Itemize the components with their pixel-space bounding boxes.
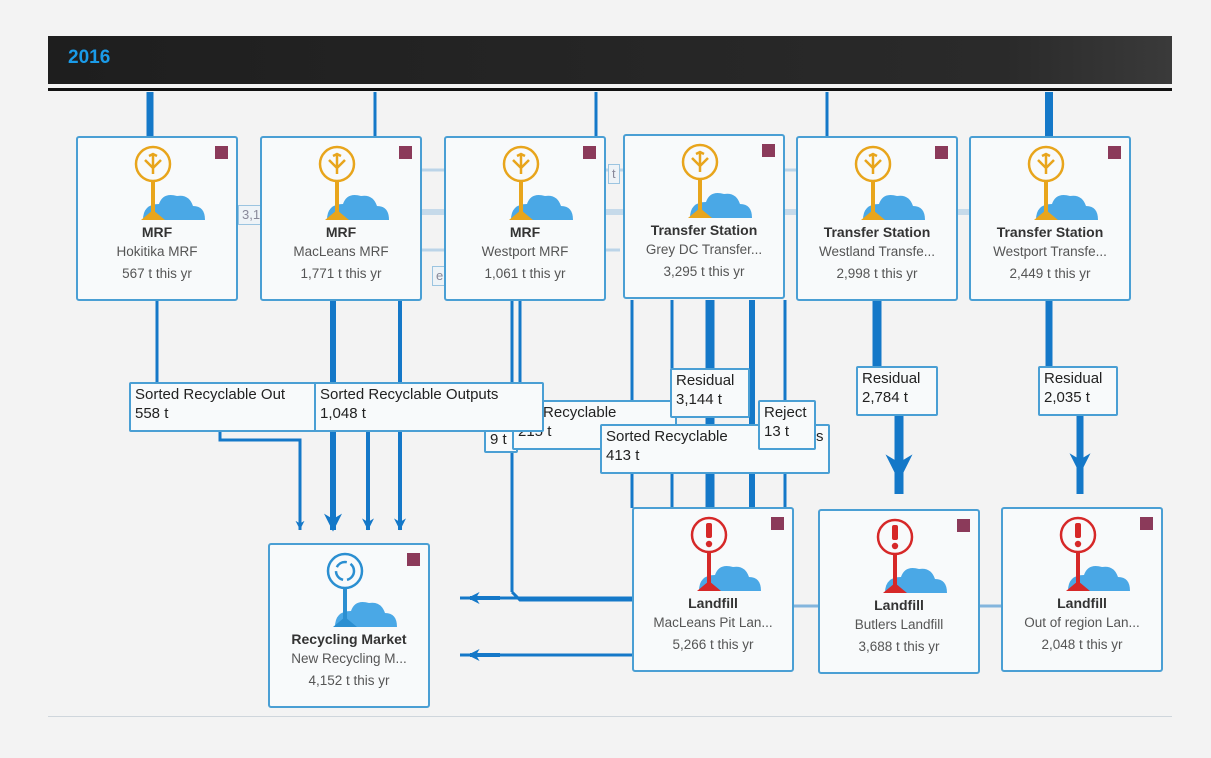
- header-divider: [48, 88, 1172, 91]
- node-quantity: 1,061 t this yr: [484, 266, 566, 281]
- node-quantity: 3,688 t this yr: [858, 639, 940, 654]
- node-hokitika-mrf[interactable]: MRF Hokitika MRF 567 t this yr: [76, 136, 238, 301]
- node-name: MacLeans MRF: [293, 244, 389, 259]
- flow-name: Residual: [1044, 370, 1103, 387]
- node-quantity: 2,998 t this yr: [836, 266, 918, 281]
- distribution-icon: [1027, 145, 1098, 220]
- flow-label-558t[interactable]: Sorted Recyclable Out 558 t: [129, 382, 331, 432]
- status-badge: [399, 146, 412, 159]
- node-quantity: 5,266 t this yr: [672, 637, 754, 652]
- node-type: Transfer Station: [650, 222, 758, 238]
- bottom-divider: [48, 716, 1172, 717]
- status-badge: [583, 146, 596, 159]
- overlapped-label-fragment: t: [608, 164, 620, 184]
- node-westland-transfer-station[interactable]: Transfer Station Westland Transfe... 2,9…: [796, 136, 958, 301]
- node-out-of-region-landfill[interactable]: Landfill Out of region Lan... 2,048 t th…: [1001, 507, 1163, 672]
- flow-name: Residual: [862, 370, 921, 387]
- node-name: New Recycling M...: [291, 651, 407, 666]
- overlapped-label-fragment: 3,1: [238, 205, 265, 225]
- flow-amount: 3,144 t: [676, 391, 722, 408]
- node-type: MRF: [325, 224, 357, 240]
- status-badge: [1108, 146, 1121, 159]
- year-label[interactable]: 2016: [68, 47, 111, 68]
- node-quantity: 1,771 t this yr: [300, 266, 382, 281]
- node-name: Westport MRF: [481, 244, 569, 259]
- flow-amount: 9 t: [490, 431, 507, 448]
- node-quantity: 2,048 t this yr: [1041, 637, 1123, 652]
- flow-amount: 13 t: [764, 423, 790, 440]
- node-name: MacLeans Pit Lan...: [653, 615, 773, 630]
- flow-amount: 558 t: [135, 405, 169, 422]
- alert-icon: [690, 516, 761, 591]
- node-type: Landfill: [1057, 595, 1107, 611]
- flow-amount: 413 t: [606, 447, 640, 464]
- flow-name: Reject: [764, 404, 807, 421]
- node-quantity: 2,449 t this yr: [1009, 266, 1091, 281]
- flow-name: Residual: [676, 372, 735, 389]
- node-quantity: 4,152 t this yr: [308, 673, 390, 688]
- status-badge: [957, 519, 970, 532]
- flow-amount: 2,784 t: [862, 389, 908, 406]
- flow-name: Sorted Recyclable: [606, 428, 728, 445]
- status-badge: [407, 553, 420, 566]
- flow-name: Sorted Recyclable Out: [135, 386, 286, 403]
- node-greydc-transfer-station[interactable]: Transfer Station Grey DC Transfer... 3,2…: [623, 134, 785, 299]
- alert-icon: [876, 518, 947, 593]
- node-macleans-mrf[interactable]: MRF MacLeans MRF 1,771 t this yr: [260, 136, 422, 301]
- distribution-icon: [681, 143, 752, 218]
- status-badge: [762, 144, 775, 157]
- node-quantity: 567 t this yr: [122, 266, 192, 281]
- node-westport-transfer-station[interactable]: Transfer Station Westport Transfe... 2,4…: [969, 136, 1131, 301]
- node-type: Recycling Market: [291, 631, 407, 647]
- flow-amount: 2,035 t: [1044, 389, 1090, 406]
- distribution-icon: [318, 145, 389, 220]
- flow-label-413t[interactable]: Sorted Recyclable s 413 t: [600, 424, 830, 474]
- node-name: Westland Transfe...: [818, 244, 936, 259]
- node-type: Transfer Station: [823, 224, 931, 240]
- flow-name: Sorted Recyclable Outputs: [320, 386, 499, 403]
- node-name: Out of region Lan...: [1024, 615, 1140, 630]
- distribution-icon: [134, 145, 205, 220]
- flow-label-1048t[interactable]: Sorted Recyclable Outputs 1,048 t: [314, 382, 544, 432]
- flow-label-2784t[interactable]: Residual 2,784 t: [856, 366, 938, 416]
- node-name: Westport Transfe...: [993, 244, 1107, 259]
- flow-name-tail: s: [816, 428, 824, 445]
- node-type: MRF: [141, 224, 173, 240]
- node-type: Landfill: [874, 597, 924, 613]
- node-recycling-market[interactable]: Recycling Market New Recycling M... 4,15…: [268, 543, 430, 708]
- flow-label-2035t[interactable]: Residual 2,035 t: [1038, 366, 1118, 416]
- node-type: Transfer Station: [996, 224, 1104, 240]
- node-westport-mrf[interactable]: MRF Westport MRF 1,061 t this yr: [444, 136, 606, 301]
- node-quantity: 3,295 t this yr: [663, 264, 745, 279]
- status-badge: [215, 146, 228, 159]
- flow-amount: 1,048 t: [320, 405, 366, 422]
- flow-label-3144t[interactable]: Residual 3,144 t: [670, 368, 750, 418]
- recycle-icon: [326, 552, 397, 627]
- node-type: Landfill: [688, 595, 738, 611]
- status-badge: [771, 517, 784, 530]
- status-badge: [935, 146, 948, 159]
- year-header-bar: 2016: [48, 36, 1172, 84]
- node-type: MRF: [509, 224, 541, 240]
- distribution-icon: [854, 145, 925, 220]
- alert-icon: [1059, 516, 1130, 591]
- node-macleans-pit-landfill[interactable]: Landfill MacLeans Pit Lan... 5,266 t thi…: [632, 507, 794, 672]
- node-butlers-landfill[interactable]: Landfill Butlers Landfill 3,688 t this y…: [818, 509, 980, 674]
- flow-label-13t[interactable]: Reject 13 t: [758, 400, 816, 450]
- node-name: Butlers Landfill: [854, 617, 944, 632]
- distribution-icon: [502, 145, 573, 220]
- node-name: Grey DC Transfer...: [645, 242, 763, 257]
- node-name: Hokitika MRF: [116, 244, 198, 259]
- status-badge: [1140, 517, 1153, 530]
